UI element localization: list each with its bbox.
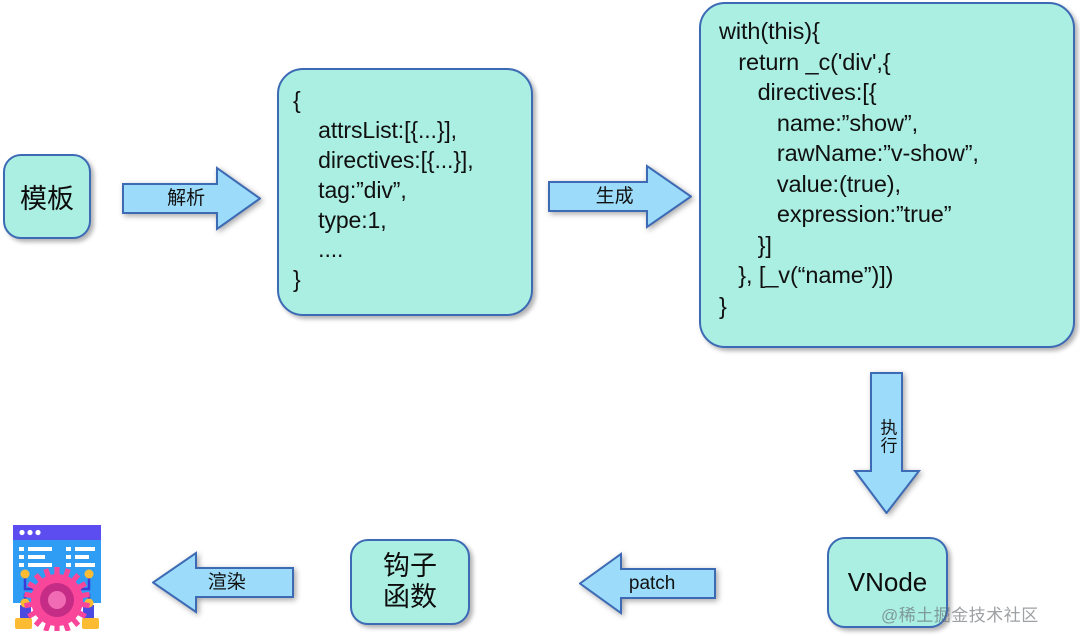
arrow-left-shape	[579, 552, 716, 615]
arrow-right-shape	[548, 164, 692, 229]
node-hook-function-line1: 钩子	[383, 550, 437, 581]
arrow-generate: 生成	[548, 164, 692, 229]
arrow-down-shape	[853, 372, 921, 514]
arrow-patch: patch	[579, 552, 716, 615]
arrow-parse: 解析	[122, 166, 261, 231]
arrow-render: 渲染	[152, 551, 294, 614]
arrow-execute: 执行	[853, 372, 921, 514]
arrow-execute-label: 执行	[877, 418, 897, 455]
arrow-parse-label: 解析	[167, 188, 206, 209]
arrow-render-label: 渲染	[207, 572, 246, 593]
arrow-patch-label: patch	[628, 573, 676, 594]
browser-gear-illustration	[8, 519, 108, 633]
node-ast: { attrsList:[{...}], directives:[{...}],…	[277, 68, 533, 316]
node-vnode: VNode	[827, 537, 948, 628]
node-render-function: with(this){ return _c('div',{ directives…	[699, 2, 1075, 348]
node-ast-code: { attrsList:[{...}], directives:[{...}],…	[293, 87, 474, 293]
node-render-function-code: with(this){ return _c('div',{ directives…	[719, 18, 979, 319]
arrow-left-shape	[152, 551, 294, 614]
node-hook-function-line2: 函数	[383, 582, 437, 612]
node-hook-function: 钩子 函数	[350, 539, 470, 625]
node-template: 模板	[3, 154, 91, 239]
browser-gear-icon	[13, 525, 101, 633]
node-hook-function-text: 钩子 函数	[383, 551, 437, 613]
arrow-generate-label: 生成	[595, 186, 634, 207]
arrow-right-shape	[122, 166, 261, 231]
